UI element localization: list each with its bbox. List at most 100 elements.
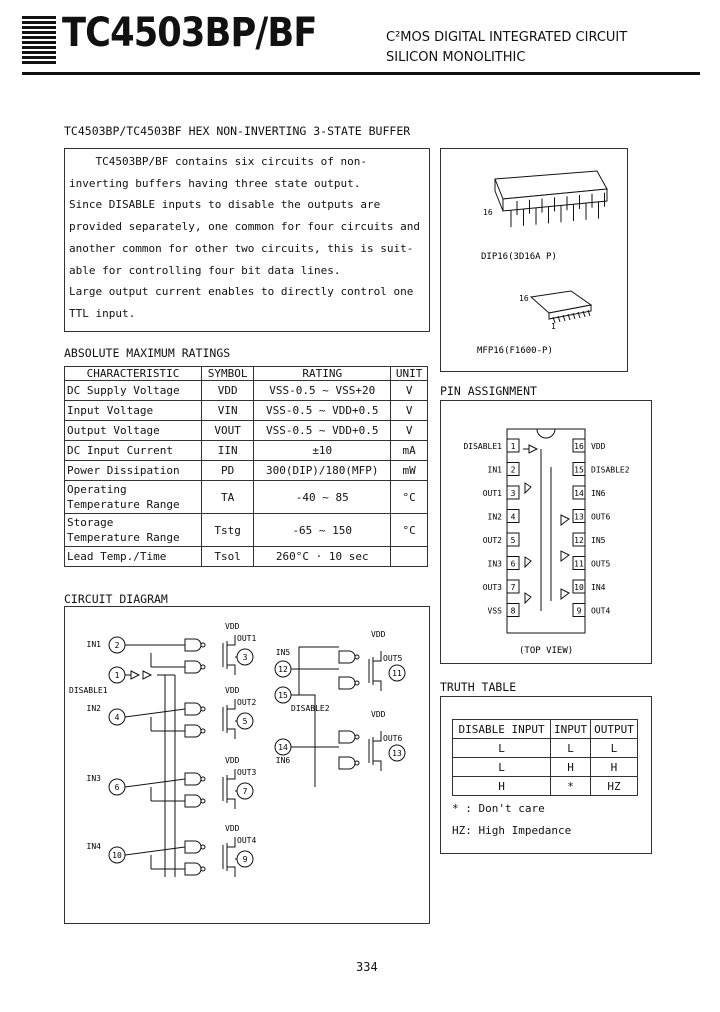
mfp-pin16-label: 16: [519, 294, 529, 303]
top-view-label: (TOP VIEW): [519, 646, 573, 656]
truth-cell: H: [451, 776, 552, 796]
description-line: Since DISABLE inputs to disable the outp…: [69, 198, 381, 212]
circuit-pin-number: 5: [243, 717, 248, 726]
pin-label: DISABLE1: [463, 442, 502, 451]
pin-number: 4: [511, 513, 516, 522]
circuit-pin-number: 3: [243, 653, 248, 662]
truth-header-cell: DISABLE INPUT: [451, 719, 552, 739]
gate-bubble: [200, 728, 206, 734]
ratings-cell: mA: [390, 440, 428, 461]
pin-label: OUT3: [483, 583, 502, 592]
ratings-cell: -40 ~ 85: [253, 480, 392, 514]
gate-bubble: [354, 654, 360, 660]
circuit-pin-number: 12: [278, 665, 288, 674]
header-line1: C²MOS DIGITAL INTEGRATED CIRCUIT: [386, 30, 628, 45]
gate-symbol: [184, 724, 202, 738]
circuit-output-pin: [388, 744, 406, 762]
pin-label: VSS: [488, 607, 503, 616]
gate-symbol: [184, 638, 202, 652]
circuit-pin-number: 4: [115, 713, 120, 722]
description-line: able for controlling four bit data lines…: [69, 263, 341, 277]
pin-box: [506, 579, 520, 594]
pin-number: 7: [511, 583, 516, 592]
pin-number: 8: [511, 607, 516, 616]
gate-symbol: [338, 756, 356, 770]
truth-row: H*HZ: [451, 776, 639, 796]
pin-box: [506, 438, 520, 453]
pin-internal-buffers: [523, 444, 570, 611]
pin-box: [506, 532, 520, 547]
ratings-cell: °C: [390, 513, 428, 547]
ratings-cell: Output Voltage: [63, 420, 203, 441]
description-line: TC4503BP/BF contains six circuits of non…: [69, 155, 368, 168]
ratings-header-cell: CHARACTERISTIC: [63, 366, 203, 381]
circuit-output-label: OUT2: [237, 698, 256, 707]
mfp-label: MFP16(F1600-P): [477, 346, 553, 356]
pin-label: IN6: [591, 489, 606, 498]
circuit-vdd-label: VDD: [225, 824, 240, 833]
description-line: TTL input.: [69, 306, 136, 320]
pin-box: [572, 579, 586, 594]
circuit-vdd-label: VDD: [371, 710, 386, 719]
pin-label: OUT1: [483, 489, 502, 498]
ratings-cell: °C: [390, 480, 428, 514]
pin-box: [506, 509, 520, 523]
truth-cell: *: [550, 776, 591, 796]
pin-label: OUT2: [483, 536, 502, 545]
pin-label: IN2: [488, 513, 503, 522]
gate-symbol: [184, 660, 202, 674]
mos-transistor: [368, 651, 382, 691]
ratings-cell: VOUT: [201, 420, 255, 441]
circuit-pin-number: 10: [112, 851, 122, 860]
pin-label: OUT4: [591, 607, 610, 616]
ratings-cell: V: [390, 400, 428, 421]
pin-assignment-title: PIN ASSIGNMENT: [440, 384, 537, 398]
circuit-pin-number: 13: [392, 749, 402, 758]
truth-header-cell: INPUT: [550, 719, 591, 739]
ratings-cell: VSS-0.5 ~ VSS+20: [253, 380, 392, 401]
package-box: 16 DIP16(3D16A P) 16 1 MFP16(F1600-P): [440, 148, 628, 372]
circuit-output-label: OUT3: [237, 768, 256, 777]
mfp-pin1-label: 1: [551, 322, 556, 331]
circuit-pin-number: 14: [278, 743, 288, 752]
pin-number: 15: [574, 466, 584, 475]
mos-transistor: [222, 699, 236, 739]
pin-number: 5: [511, 536, 516, 545]
circuit-disable1-label: DISABLE1: [69, 686, 108, 695]
mos-transistor: [222, 837, 236, 877]
circuit-input-label: IN4: [87, 842, 102, 851]
dip-pin16-label: 16: [483, 208, 493, 217]
circuit-disable2-label: DISABLE2: [291, 704, 330, 713]
circuit-input-label: IN3: [87, 774, 102, 783]
ratings-cell: ±10: [253, 440, 392, 461]
ratings-cell: -65 ~ 150: [253, 513, 392, 547]
part-title: TC4503BP/BF: [62, 10, 317, 56]
dip-label: DIP16(3D16A P): [481, 252, 557, 262]
ratings-cell: 300(DIP)/180(MFP): [253, 460, 392, 481]
circuit-vdd-label: VDD: [225, 756, 240, 765]
pin-box: [506, 603, 520, 617]
header-rule: [22, 72, 700, 75]
gate-symbol: [184, 772, 202, 786]
ratings-cell: V: [390, 380, 428, 401]
pin-number: 10: [574, 583, 584, 592]
circuit-pin-number: 2: [115, 641, 120, 650]
toshiba-logo-bars: [22, 16, 56, 64]
ratings-cell: mW: [390, 460, 428, 481]
truth-note-high-z: HZ: High Impedance: [452, 824, 572, 837]
description-box: TC4503BP/BF contains six circuits of non…: [64, 148, 430, 332]
mos-transistor: [222, 635, 236, 675]
circuit-wires: [291, 646, 339, 787]
pin-number: 12: [574, 536, 584, 545]
pin-box: [506, 485, 520, 500]
gate-bubble: [200, 866, 206, 872]
pin-box: [572, 509, 586, 523]
pin-number: 14: [574, 489, 584, 498]
circuit-vdd-label: VDD: [225, 622, 240, 631]
circuit-input-label: IN2: [87, 704, 102, 713]
circuit-input-label: IN1: [87, 640, 102, 649]
pin-box: [506, 556, 520, 570]
ratings-cell: [390, 546, 428, 567]
